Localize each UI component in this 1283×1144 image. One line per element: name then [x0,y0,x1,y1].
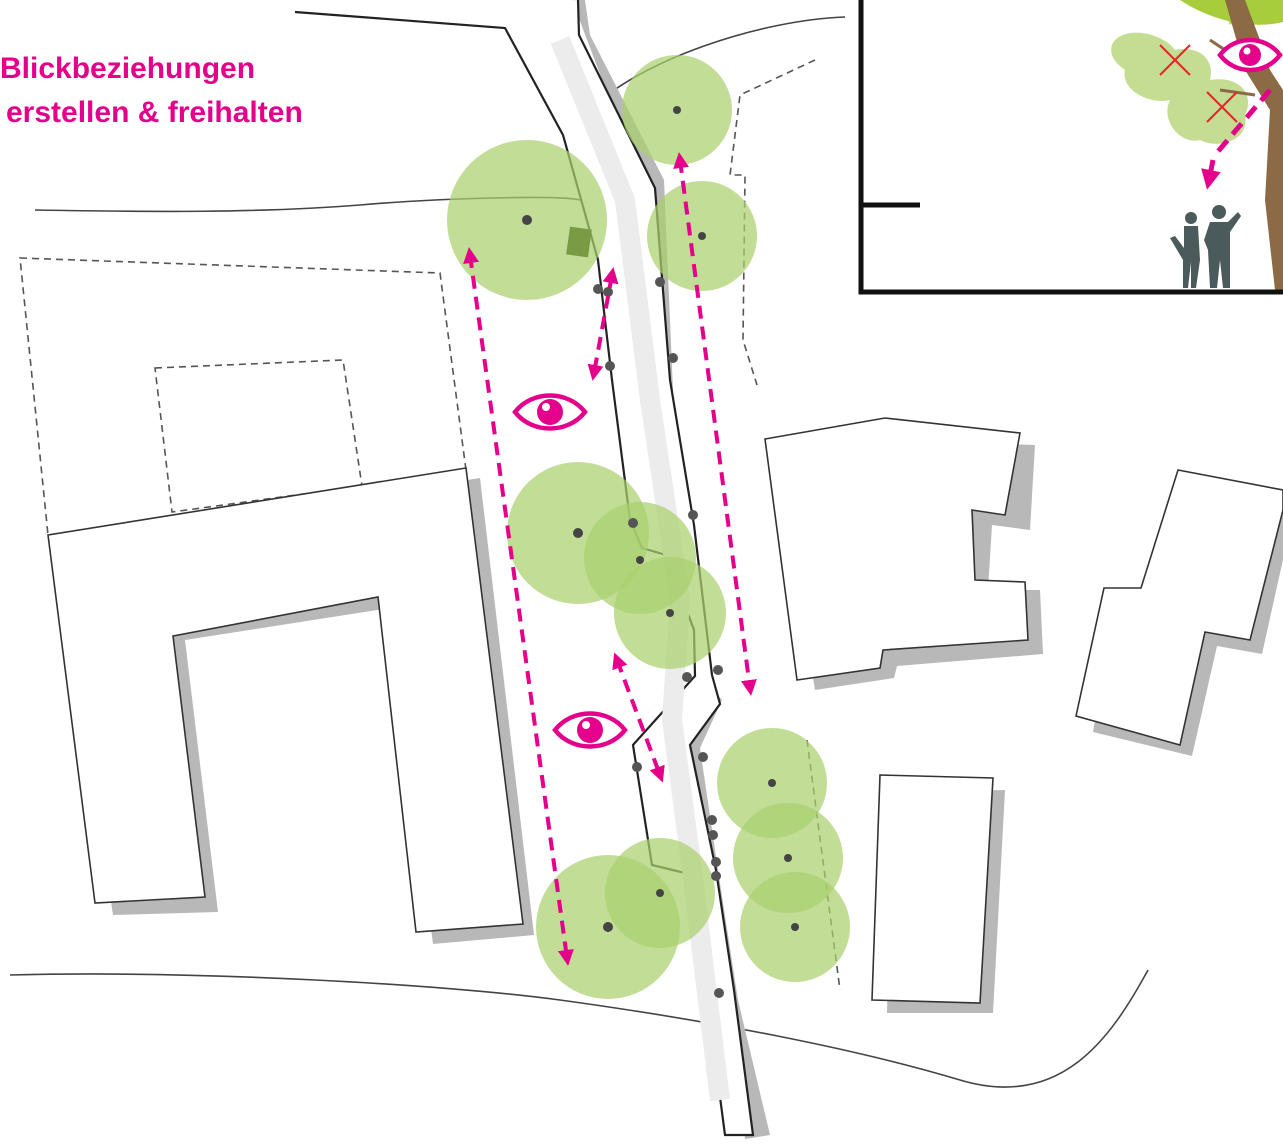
building-southeast [871,774,994,1004]
eye-icon [552,711,628,749]
diagram-title-line2: erstellen & freihalten [6,96,303,129]
bench-marker [566,226,592,258]
cross-icon [1206,91,1238,123]
eye-icon [1217,37,1283,73]
person-silhouette-icon [1170,205,1241,288]
building-u-shape [47,467,524,933]
double-arrow-icon [463,247,574,966]
building-east-1 [764,417,1029,681]
eye-icon [512,393,588,431]
double-arrow-icon [673,152,757,696]
building-east-2 [1075,469,1283,746]
buildings [47,417,1283,1004]
cross-icon [1159,44,1191,76]
double-arrow-icon [587,267,619,381]
view-arrows [463,152,757,966]
diagram-title-line1: Blickbeziehungen [0,52,256,85]
section-frame [858,0,1283,295]
section-inset [858,0,1283,295]
